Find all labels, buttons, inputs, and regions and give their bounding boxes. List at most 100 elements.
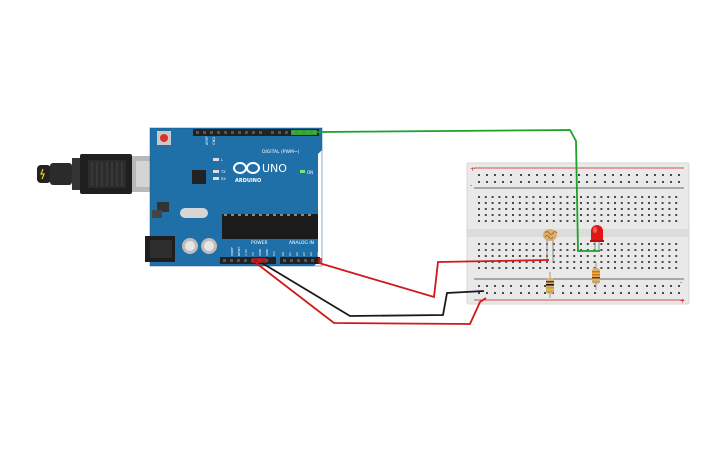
breadboard-hole[interactable] (532, 267, 535, 269)
breadboard-hole[interactable] (636, 292, 638, 294)
breadboard-hole[interactable] (614, 214, 616, 216)
breadboard-hole[interactable] (580, 267, 582, 269)
breadboard-hole[interactable] (607, 214, 610, 216)
breadboard-hole[interactable] (525, 214, 528, 216)
breadboard-hole[interactable] (661, 243, 664, 245)
breadboard-hole[interactable] (559, 255, 562, 257)
breadboard-hole[interactable] (546, 214, 548, 216)
breadboard-hole[interactable] (646, 292, 648, 294)
breadboard-hole[interactable] (620, 181, 622, 183)
breadboard-hole[interactable] (539, 196, 542, 198)
breadboard-hole[interactable] (559, 249, 562, 251)
breadboard-hole[interactable] (478, 249, 480, 251)
breadboard-hole[interactable] (614, 267, 616, 269)
breadboard-hole[interactable] (675, 255, 678, 257)
breadboard-hole[interactable] (544, 285, 546, 287)
breadboard-hole[interactable] (648, 249, 650, 251)
breadboard-hole[interactable] (614, 243, 616, 245)
breadboard-hole[interactable] (552, 243, 555, 245)
breadboard-hole[interactable] (586, 249, 589, 251)
breadboard-hole[interactable] (600, 220, 603, 222)
breadboard-hole[interactable] (498, 249, 501, 251)
breadboard-hole[interactable] (593, 261, 596, 263)
breadboard-hole[interactable] (566, 208, 569, 210)
breadboard-hole[interactable] (578, 181, 580, 183)
breadboard-hole[interactable] (532, 220, 535, 222)
breadboard-hole[interactable] (620, 208, 623, 210)
breadboard-hole[interactable] (627, 255, 630, 257)
breadboard-hole[interactable] (634, 214, 637, 216)
breadboard-hole[interactable] (620, 292, 622, 294)
breadboard-hole[interactable] (505, 243, 508, 245)
breadboard-hole[interactable] (573, 208, 576, 210)
breadboard-hole[interactable] (510, 174, 512, 176)
breadboard-hole[interactable] (532, 255, 535, 257)
breadboard-hole[interactable] (607, 196, 610, 198)
breadboard-hole[interactable] (546, 208, 548, 210)
breadboard-hole[interactable] (484, 249, 487, 251)
breadboard-hole[interactable] (586, 181, 588, 183)
breadboard-hole[interactable] (528, 181, 530, 183)
breadboard-hole[interactable] (578, 292, 580, 294)
breadboard-hole[interactable] (478, 267, 480, 269)
breadboard-hole[interactable] (648, 214, 650, 216)
breadboard-hole[interactable] (491, 261, 494, 263)
breadboard-hole[interactable] (505, 267, 508, 269)
breadboard-hole[interactable] (532, 214, 535, 216)
breadboard-hole[interactable] (600, 249, 603, 251)
breadboard-hole[interactable] (486, 285, 488, 287)
breadboard-hole[interactable] (594, 181, 596, 183)
resistor-icon[interactable] (546, 272, 554, 298)
breadboard-hole[interactable] (614, 208, 616, 210)
breadboard-hole[interactable] (648, 208, 650, 210)
breadboard-hole[interactable] (675, 267, 678, 269)
breadboard-hole[interactable] (546, 267, 548, 269)
breadboard-hole[interactable] (570, 285, 572, 287)
breadboard-hole[interactable] (661, 249, 664, 251)
breadboard-hole[interactable] (498, 196, 501, 198)
breadboard-hole[interactable] (502, 181, 504, 183)
breadboard-hole[interactable] (586, 196, 589, 198)
breadboard-hole[interactable] (636, 285, 638, 287)
breadboard-hole[interactable] (566, 249, 569, 251)
breadboard-hole[interactable] (670, 285, 672, 287)
breadboard-hole[interactable] (627, 261, 630, 263)
breadboard-hole[interactable] (654, 202, 657, 204)
breadboard-hole[interactable] (544, 181, 546, 183)
breadboard-hole[interactable] (546, 202, 548, 204)
breadboard-hole[interactable] (486, 292, 488, 294)
breadboard-hole[interactable] (634, 267, 637, 269)
breadboard-hole[interactable] (566, 267, 569, 269)
breadboard-hole[interactable] (552, 267, 555, 269)
breadboard-hole[interactable] (675, 249, 678, 251)
breadboard-hole[interactable] (552, 261, 555, 263)
breadboard-hole[interactable] (586, 261, 589, 263)
breadboard-hole[interactable] (646, 285, 648, 287)
breadboard-hole[interactable] (539, 243, 542, 245)
breadboard-hole[interactable] (641, 261, 644, 263)
breadboard-hole[interactable] (607, 261, 610, 263)
breadboard-hole[interactable] (620, 285, 622, 287)
breadboard-hole[interactable] (484, 220, 487, 222)
breadboard-hole[interactable] (532, 202, 535, 204)
breadboard-hole[interactable] (491, 255, 494, 257)
breadboard-hole[interactable] (654, 255, 657, 257)
breadboard-hole[interactable] (518, 196, 521, 198)
breadboard-hole[interactable] (668, 196, 671, 198)
breadboard-hole[interactable] (661, 255, 664, 257)
breadboard-hole[interactable] (570, 292, 572, 294)
breadboard-hole[interactable] (646, 181, 648, 183)
breadboard-hole[interactable] (544, 174, 546, 176)
breadboard-hole[interactable] (562, 181, 564, 183)
breadboard-hole[interactable] (634, 249, 637, 251)
breadboard-hole[interactable] (539, 214, 542, 216)
breadboard-hole[interactable] (586, 214, 589, 216)
breadboard-hole[interactable] (675, 220, 678, 222)
breadboard-hole[interactable] (612, 181, 614, 183)
breadboard-hole[interactable] (525, 261, 528, 263)
breadboard-hole[interactable] (552, 202, 555, 204)
breadboard-hole[interactable] (505, 202, 508, 204)
resistor-icon[interactable] (592, 262, 600, 290)
breadboard-hole[interactable] (607, 220, 610, 222)
breadboard-hole[interactable] (668, 243, 671, 245)
